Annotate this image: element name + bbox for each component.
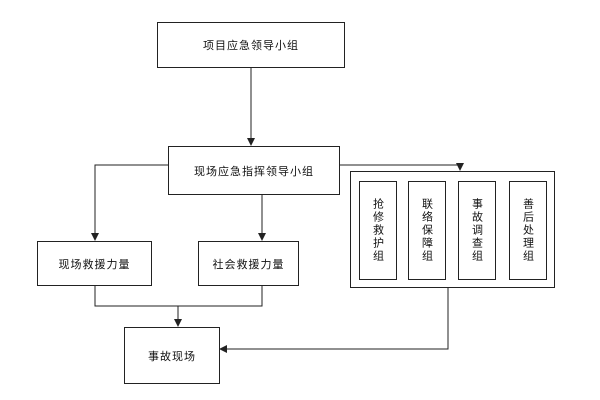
team-accident-investigation: 事故调查组 xyxy=(458,181,496,280)
node-accident-scene: 事故现场 xyxy=(124,327,220,384)
node-command-group: 现场应急指挥领导小组 xyxy=(168,146,340,195)
line-onsite-rescue-merge xyxy=(94,286,178,307)
team-liaison-support: 联络保障组 xyxy=(408,181,446,280)
arrow-command-to-onsite-rescue xyxy=(91,164,168,241)
node-onsite-rescue: 现场救援力量 xyxy=(37,241,152,286)
team-repair-rescue: 抢修救护组 xyxy=(359,181,397,280)
teams-group xyxy=(350,171,555,288)
arrow-teams-to-accident-scene xyxy=(219,288,449,353)
node-social-rescue: 社会救援力量 xyxy=(198,241,299,286)
line-social-rescue-merge xyxy=(178,286,263,307)
node-leadership-group: 项目应急领导小组 xyxy=(157,22,345,68)
arrow-command-to-teams xyxy=(340,163,464,171)
team-aftermath-handling: 善后处理组 xyxy=(509,181,547,280)
